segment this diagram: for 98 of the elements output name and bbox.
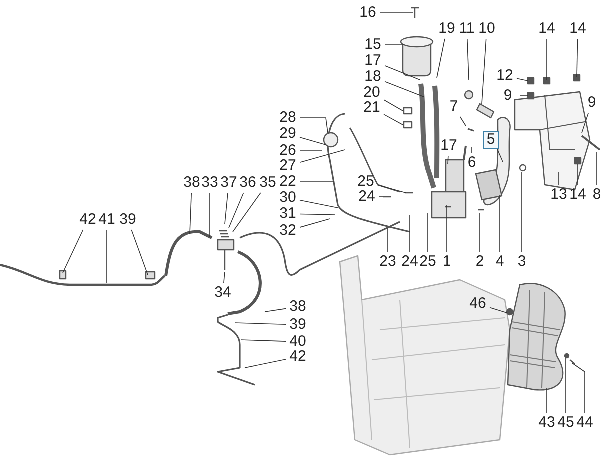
callout-number: 16 (358, 5, 378, 21)
callout-number: 19 (437, 21, 457, 37)
callout-number: 42 (288, 349, 308, 365)
callout-number: 26 (278, 143, 298, 159)
callout-number: 38 (182, 175, 202, 191)
leader-line (62, 230, 84, 274)
callout-number: 2 (470, 254, 490, 270)
callout-number: 1 (437, 254, 457, 270)
leader-line (264, 308, 286, 312)
callout-number: 8 (587, 187, 607, 203)
leader-line (300, 137, 326, 146)
callout-number: 23 (378, 254, 398, 270)
callout-number: 30 (278, 190, 298, 206)
leader-line (384, 100, 404, 112)
leader-line (596, 152, 598, 186)
callout-number: 43 (537, 415, 557, 431)
leader-line (384, 114, 404, 126)
leader-line (234, 322, 286, 326)
callout-number: 24 (400, 254, 420, 270)
leader-line (384, 65, 420, 80)
callout-number: 22 (278, 174, 298, 190)
leader-line (516, 78, 528, 82)
leader-line (240, 340, 286, 342)
leader-line (558, 172, 560, 186)
callout-number: 44 (575, 415, 595, 431)
callout-number: 46 (468, 296, 488, 312)
callout-number: 24 (357, 189, 377, 205)
callout-number: 28 (278, 110, 298, 126)
callout-number: 29 (278, 126, 298, 142)
leader-line (482, 38, 487, 104)
leader-line (224, 272, 226, 284)
callout-number: 37 (219, 175, 239, 191)
callout-number: 5 (483, 131, 499, 149)
leader-line (436, 38, 446, 78)
leader-line (232, 192, 262, 232)
callout-number: 36 (238, 175, 258, 191)
callout-number: 31 (278, 206, 298, 222)
leader-line (380, 12, 414, 14)
leader-line (300, 200, 338, 208)
leader-line (106, 230, 108, 284)
callout-number: 6 (462, 155, 482, 171)
leader-line (378, 184, 406, 194)
callout-number: 41 (97, 212, 117, 228)
callout-number: 33 (200, 175, 220, 191)
callout-number: 25 (418, 254, 438, 270)
leader-line (131, 230, 148, 276)
callout-number: 18 (363, 69, 383, 85)
callout-number: 9 (498, 88, 518, 104)
leader-line (490, 307, 508, 314)
callout-number: 27 (278, 158, 298, 174)
callout-number: 14 (537, 21, 557, 37)
callout-number: 34 (213, 285, 233, 301)
callout-number: 15 (363, 37, 383, 53)
callout-number: 35 (258, 175, 278, 191)
leader-line (582, 112, 590, 134)
callout-number: 12 (495, 68, 515, 84)
leader-line (467, 38, 470, 80)
callout-number: 32 (278, 223, 298, 239)
leader-line (300, 214, 336, 216)
callout-number: 14 (568, 187, 588, 203)
callout-number: 9 (582, 95, 602, 111)
callout-number: 40 (288, 334, 308, 350)
callout-number: 39 (118, 212, 138, 228)
leader-line (546, 388, 548, 414)
callout-number: 11 (457, 21, 477, 37)
leader-line (448, 156, 449, 164)
callout-number: 21 (362, 100, 382, 116)
leader-line (384, 44, 404, 46)
leader-line (190, 192, 192, 234)
leader-line (572, 362, 586, 414)
callout-number: 4 (490, 254, 510, 270)
leader-line (384, 81, 424, 98)
callout-number: 10 (477, 21, 497, 37)
leader-line (244, 359, 286, 368)
leader-line (300, 150, 346, 164)
leader-line (460, 116, 466, 126)
callout-number: 17 (363, 53, 383, 69)
callout-number: 7 (444, 99, 464, 115)
callout-number: 20 (362, 85, 382, 101)
leader-line (446, 204, 448, 252)
leader-line (546, 38, 548, 80)
callout-number: 38 (288, 299, 308, 315)
leader-line (496, 148, 504, 162)
leader-line (378, 196, 384, 198)
callout-number: 14 (568, 21, 588, 37)
leader-line (300, 150, 322, 152)
callout-number: 25 (356, 174, 376, 190)
callout-number: 13 (549, 187, 569, 203)
leader-line (300, 118, 328, 134)
leader-line (228, 192, 244, 228)
callout-number: 42 (78, 212, 98, 228)
callout-number: 45 (556, 415, 576, 431)
leader-line (224, 192, 228, 224)
leader-line (576, 38, 578, 78)
callout-number: 17 (439, 138, 459, 154)
callout-number: 39 (288, 317, 308, 333)
callout-number: 3 (512, 254, 532, 270)
leader-line (300, 218, 330, 228)
